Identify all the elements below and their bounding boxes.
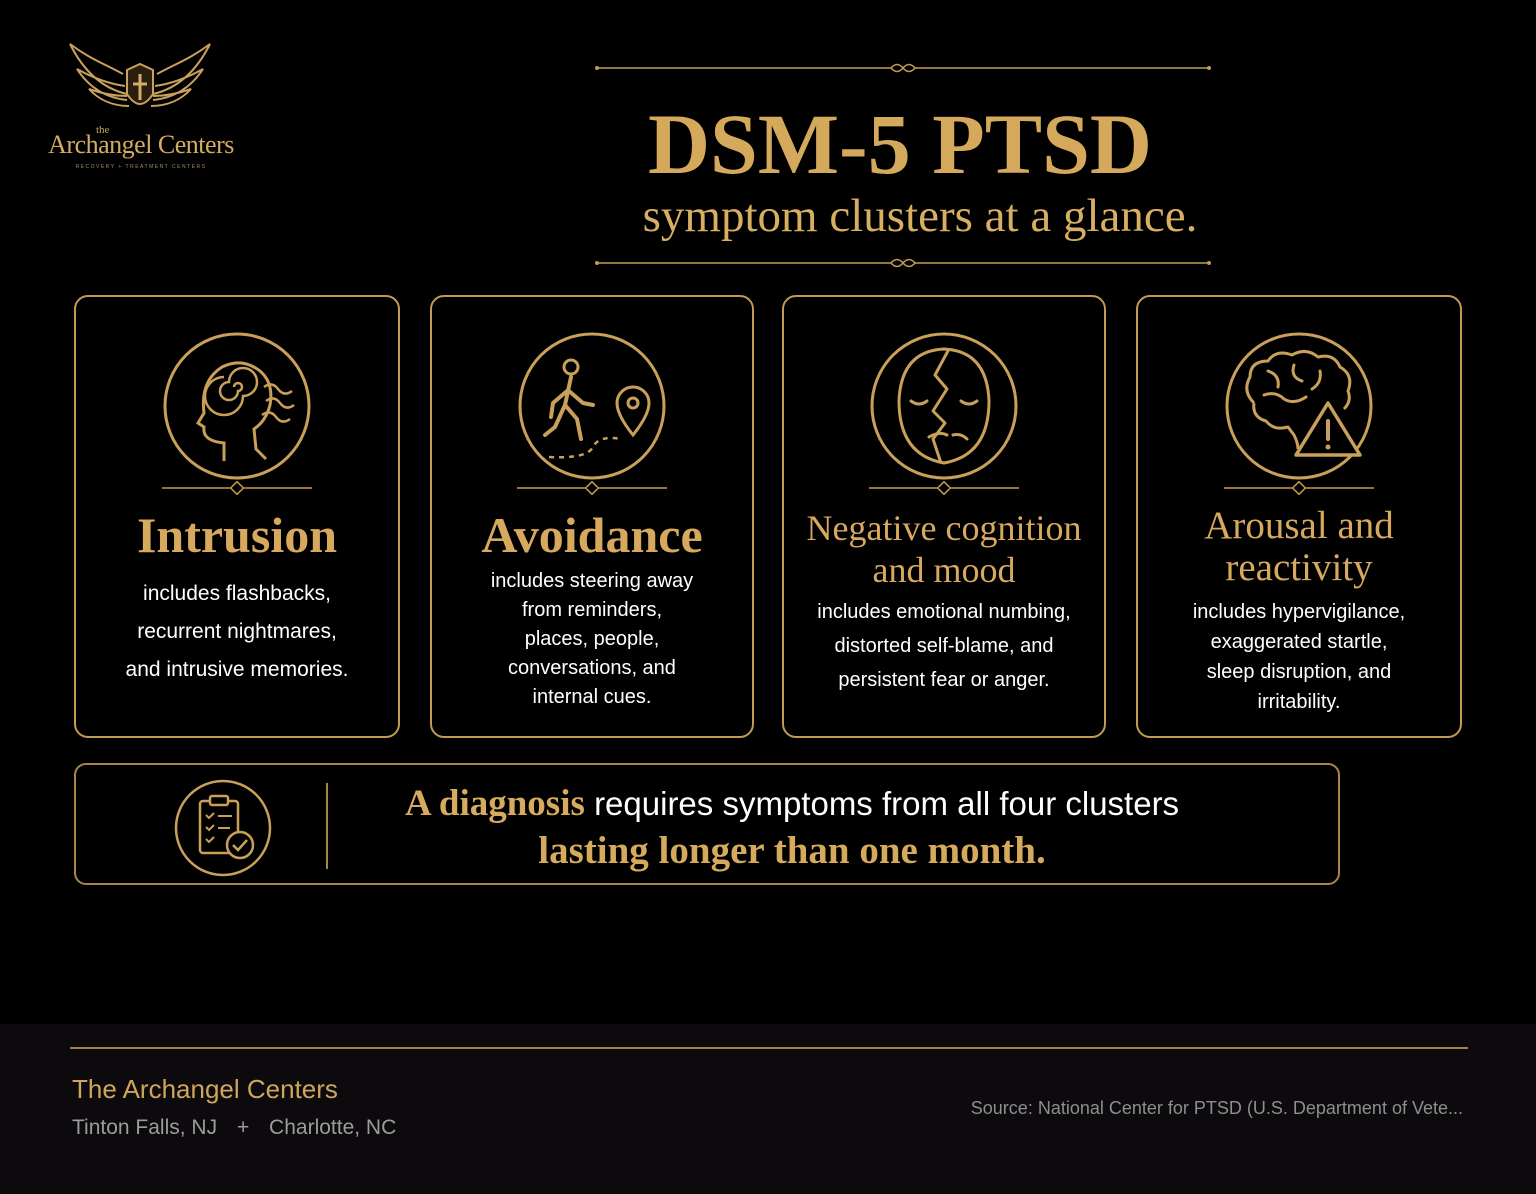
card-divider — [869, 481, 1019, 495]
banner-separator — [326, 783, 328, 869]
walking-person-pin-icon — [518, 332, 666, 480]
brain-warning-icon — [1225, 332, 1373, 480]
footer-rule — [70, 1047, 1468, 1049]
card-divider — [517, 481, 667, 495]
footer-source: Source: National Center for PTSD (U.S. D… — [970, 1098, 1463, 1118]
card-title: Arousal and reactivity — [1204, 504, 1394, 589]
page-title: DSM-5 PTSD — [647, 96, 1153, 192]
footer: The Archangel Centers Tinton Falls, NJ +… — [0, 1024, 1536, 1194]
card-title: Intrusion — [136, 507, 338, 563]
card-description: includes hypervigilance, exaggerated sta… — [1192, 601, 1406, 713]
head-spiral-icon — [163, 332, 311, 480]
card-description: includes emotional numbing, distorted se… — [817, 601, 1071, 691]
card-description: includes steering away from reminders, p… — [490, 570, 694, 708]
header-ornament-top — [595, 63, 1211, 73]
card-description: includes flashbacks, recurrent nightmare… — [125, 582, 349, 681]
cracked-mask-icon — [870, 332, 1018, 480]
cluster-card-negative-cognition: Negative cognition and mood includes emo… — [782, 295, 1106, 738]
logo: the Archangel Centers RECOVERY + TREATME… — [40, 34, 240, 174]
card-divider — [1224, 481, 1374, 495]
cluster-card-intrusion: Intrusion includes flashbacks, recurrent… — [74, 295, 400, 738]
footer-location-1: Tinton Falls, NJ — [72, 1116, 218, 1139]
winged-crest-icon — [69, 43, 211, 107]
card-title: Avoidance — [481, 507, 703, 563]
footer-location-2: Charlotte, NC — [269, 1116, 397, 1139]
footer-location-separator: + — [236, 1116, 250, 1139]
page-subtitle: symptom clusters at a glance. — [642, 190, 1198, 242]
logo-tagline: RECOVERY + TREATMENT CENTERS — [75, 164, 207, 170]
header-ornament-bottom — [595, 258, 1211, 268]
clipboard-check-icon — [174, 779, 272, 877]
cluster-card-arousal: Arousal and reactivity includes hypervig… — [1136, 295, 1462, 738]
footer-locations: Tinton Falls, NJ + Charlotte, NC — [72, 1116, 410, 1140]
diagnosis-banner: A diagnosis requires symptoms from all f… — [74, 763, 1340, 885]
footer-org-name: The Archangel Centers — [72, 1074, 338, 1104]
banner-line-1-rest: requires symptoms from all four clusters — [594, 785, 1180, 822]
banner-line-2: lasting longer than one month. — [538, 829, 1046, 872]
banner-emphasis: A diagnosis — [404, 783, 585, 824]
card-title: Negative cognition and mood — [806, 508, 1082, 590]
card-divider — [162, 481, 312, 495]
banner-line-1: A diagnosis requires symptoms from all f… — [326, 779, 1258, 829]
cluster-card-avoidance: Avoidance includes steering away from re… — [430, 295, 754, 738]
logo-name: Archangel Centers — [48, 130, 234, 159]
logo-the: the — [96, 124, 110, 136]
